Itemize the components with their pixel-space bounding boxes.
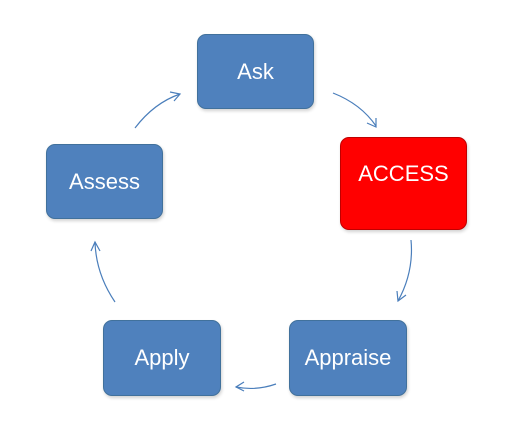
- arrowhead-appraise-to-apply: [234, 381, 245, 392]
- arrow-ask-to-access: [332, 92, 377, 127]
- node-appraise-label: Appraise: [304, 345, 392, 370]
- node-access-label: ACCESS: [358, 160, 449, 186]
- node-ask: Ask: [197, 34, 314, 109]
- node-ask-label: Ask: [237, 58, 274, 84]
- node-apply: Apply: [103, 320, 221, 396]
- arrow-appraise-to-apply: [235, 383, 277, 390]
- arrow-access-to-appraise: [397, 239, 413, 302]
- node-apply-label: Apply: [134, 345, 190, 370]
- arrowhead-apply-to-assess: [90, 240, 101, 252]
- node-access: ACCESS: [340, 137, 467, 230]
- node-appraise: Appraise: [289, 320, 407, 396]
- arrow-assess-to-ask: [134, 93, 181, 129]
- node-assess-label: Assess: [69, 168, 140, 194]
- arrowhead-ask-to-access: [366, 118, 377, 128]
- arrowhead-assess-to-ask: [169, 91, 182, 102]
- arrowhead-access-to-appraise: [396, 290, 407, 303]
- node-assess: Assess: [46, 144, 163, 219]
- arrow-apply-to-assess: [94, 241, 116, 303]
